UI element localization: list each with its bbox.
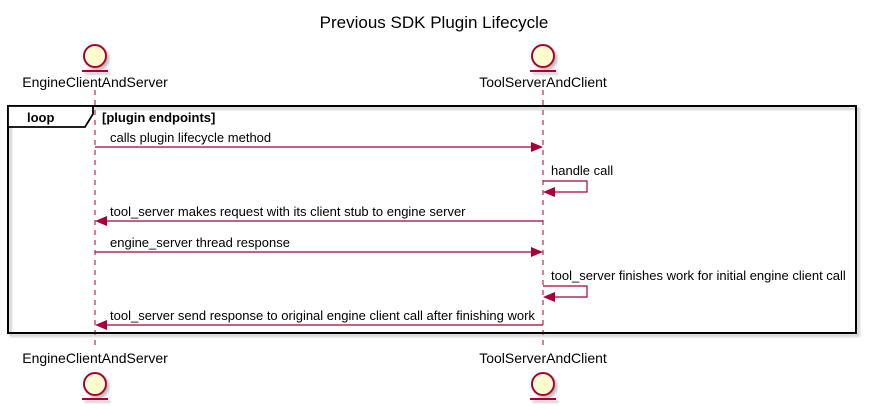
loop-label: loop bbox=[27, 110, 54, 125]
entity-icon bbox=[82, 372, 108, 400]
participant-top-engineclientandserver: EngineClientAndServer bbox=[22, 44, 168, 90]
participant-label: ToolServerAndClient bbox=[479, 350, 607, 366]
message-label: calls plugin lifecycle method bbox=[110, 130, 271, 145]
message-engine-server-thread-response: engine_server thread response bbox=[95, 235, 543, 257]
entity-circle bbox=[531, 44, 555, 68]
message-tool-server-send-response: tool_server send response to original en… bbox=[95, 308, 543, 330]
loop-label-pentagon bbox=[7, 105, 94, 128]
entity-icon bbox=[530, 44, 556, 72]
entity-icon bbox=[82, 44, 108, 72]
participant-top-toolserverandclient: ToolServerAndClient bbox=[479, 44, 607, 90]
arrowhead-left-icon bbox=[543, 292, 555, 302]
participant-label: EngineClientAndServer bbox=[22, 350, 168, 366]
participant-bottom-toolserverandclient: ToolServerAndClient bbox=[479, 350, 607, 400]
participant-label: ToolServerAndClient bbox=[479, 74, 607, 90]
message-label: engine_server thread response bbox=[110, 235, 290, 250]
loop-frame bbox=[7, 105, 857, 334]
message-tool-server-makes-request: tool_server makes request with its clien… bbox=[95, 204, 543, 226]
entity-icon bbox=[530, 372, 556, 400]
arrowhead-left-icon bbox=[95, 320, 107, 330]
message-label: tool_server finishes work for initial en… bbox=[551, 268, 846, 283]
arrowhead-left-icon bbox=[95, 216, 107, 226]
self-message-line bbox=[543, 180, 588, 193]
entity-circle bbox=[83, 372, 107, 396]
message-calls-plugin-lifecycle-method: calls plugin lifecycle method bbox=[95, 130, 543, 152]
message-tool-server-finishes-work: tool_server finishes work for initial en… bbox=[543, 268, 846, 302]
diagram-title: Previous SDK Plugin Lifecycle bbox=[320, 13, 549, 32]
message-handle-call: handle call bbox=[543, 163, 613, 197]
entity-circle bbox=[83, 44, 107, 68]
entity-circle bbox=[531, 372, 555, 396]
arrowhead-left-icon bbox=[543, 187, 555, 197]
message-label: tool_server send response to original en… bbox=[110, 308, 535, 323]
message-label: handle call bbox=[551, 163, 613, 178]
arrowhead-right-icon bbox=[531, 142, 543, 152]
loop-condition-label: [plugin endpoints] bbox=[102, 110, 215, 125]
participant-bottom-engineclientandserver: EngineClientAndServer bbox=[22, 350, 168, 400]
message-label: tool_server makes request with its clien… bbox=[110, 204, 466, 219]
arrowhead-right-icon bbox=[531, 247, 543, 257]
participant-label: EngineClientAndServer bbox=[22, 74, 168, 90]
self-message-line bbox=[543, 285, 588, 298]
